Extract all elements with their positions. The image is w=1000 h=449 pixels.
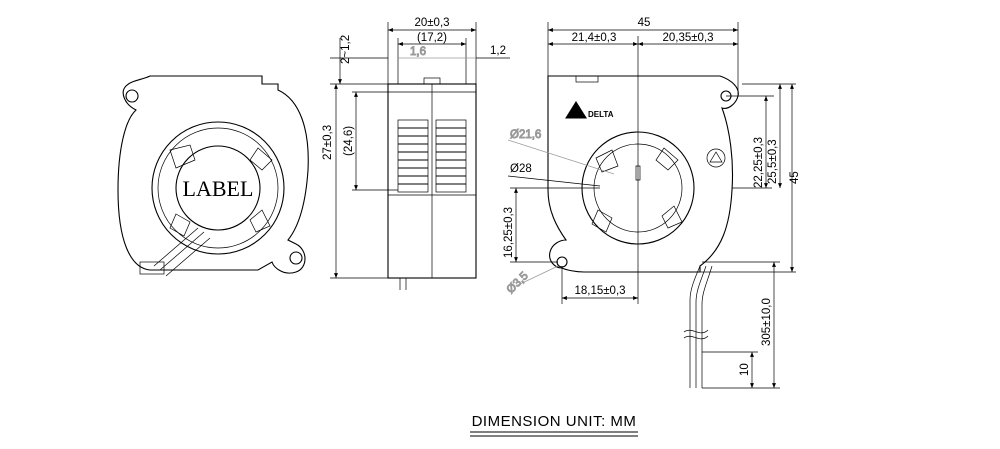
back-blade-2 [655, 147, 679, 171]
front-cable [153, 227, 211, 277]
side-edge-dim: 1,2 [490, 45, 506, 57]
delta-logo-text: DELTA [588, 110, 614, 119]
vert-dim-2: 25,5±0,3 [767, 139, 779, 184]
back-housing-outline [547, 75, 739, 273]
side-top-lip [423, 77, 441, 85]
back-blade-3 [661, 205, 683, 229]
front-blade-4 [169, 213, 191, 237]
back-view: DELTA Ø21,6 Ø28 Ø3,5 45 21,4±0,3 20,35±0… [503, 17, 801, 389]
cert-badge-icon [706, 148, 726, 168]
side-top-offset-dim: 2~1,2 [340, 35, 352, 64]
vert-dim-1: 22,25±0,3 [753, 137, 765, 188]
front-housing-outline [117, 75, 309, 274]
front-blade-2 [249, 147, 273, 171]
front-cable-clip [139, 261, 165, 275]
dia-inner-label: Ø21,6 [510, 129, 541, 141]
side-small-dim: 1,6 [410, 46, 426, 58]
back-mount-hole-bottom [556, 256, 568, 268]
front-mount-hole-top [125, 89, 139, 103]
front-hub [175, 145, 261, 231]
side-vent-left [397, 119, 429, 193]
front-mount-hole-bottom [289, 251, 303, 265]
side-height-dim: 27±0,3 [322, 125, 334, 160]
right-width-dim: 20,35±0,3 [662, 32, 713, 44]
side-vent-right [435, 119, 467, 193]
overall-width-dim: 45 [638, 17, 651, 29]
side-inner-width-dim: (17,2) [417, 32, 447, 44]
side-width-dim: 20±0,3 [414, 17, 449, 29]
side-view: 20±0,3 (17,2) 1,6 1,2 2~1,2 27±0,3 (24,6… [322, 17, 510, 290]
overall-height-dim: 45 [789, 171, 801, 184]
hole-dia-label: Ø3,5 [505, 270, 531, 296]
back-center-mark [635, 165, 641, 181]
dia-outer-leader [507, 175, 601, 187]
cable-break-mark [683, 329, 709, 340]
back-top-lip [575, 75, 599, 83]
side-vent-slats [398, 127, 466, 185]
dia-outer-label: Ø28 [510, 163, 532, 175]
left-width-dim: 21,4±0,3 [572, 32, 617, 44]
dia-inner-leader [507, 139, 615, 175]
delta-logo: DELTA [565, 100, 614, 119]
front-impeller-outer [151, 121, 285, 255]
front-label-text: LABEL [183, 176, 254, 201]
front-blade-1 [169, 144, 196, 169]
front-impeller-ring [157, 127, 279, 249]
front-blade-3 [249, 209, 271, 233]
strip-dim: 10 [739, 363, 751, 376]
side-inner-height-dim: (24,6) [343, 126, 355, 156]
back-blade-1 [595, 149, 619, 173]
front-view: LABEL [117, 75, 309, 277]
dimension-unit-title: DIMENSION UNIT: MM [472, 413, 637, 430]
back-blade-4 [591, 209, 613, 233]
footer: DIMENSION UNIT: MM [470, 413, 638, 437]
hole-x-dim: 18,15±0,3 [574, 285, 625, 297]
cable-length-dim: 305±10,0 [761, 298, 773, 346]
hole-y-dim: 16,25±0,3 [503, 207, 515, 258]
hole-dia-leader [515, 265, 559, 287]
back-cable [689, 265, 713, 388]
